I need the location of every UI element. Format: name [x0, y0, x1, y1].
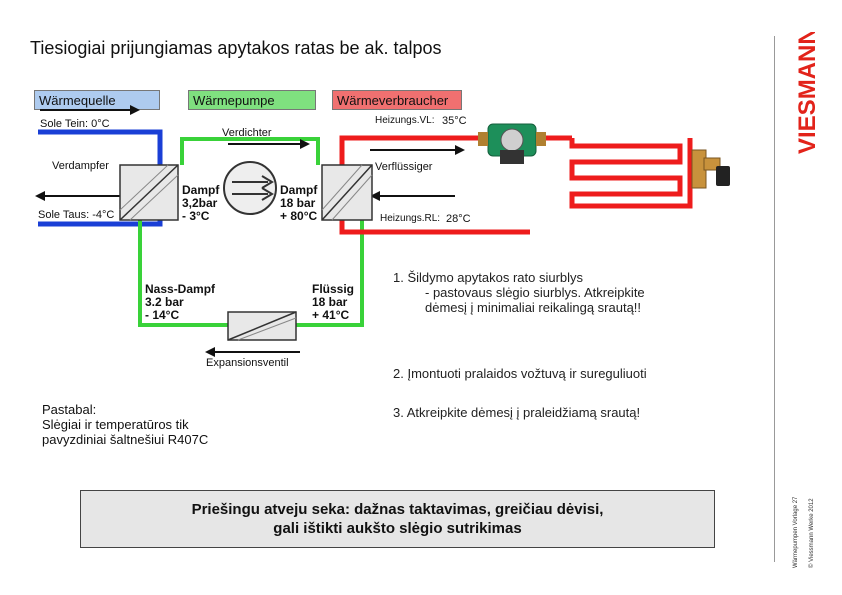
condenser-label: Verflüssiger — [375, 161, 433, 173]
condenser-exchanger — [321, 164, 373, 221]
compressor-label: Verdichter — [222, 127, 272, 139]
viessmann-logo: VIESMANN — [794, 32, 821, 154]
warning-box: Priešingu atveju seka: dažnas taktavimas… — [80, 490, 715, 548]
compressor — [223, 161, 277, 215]
section-heat-pump: Wärmepumpe — [188, 90, 316, 110]
note-item-3: 3. Atkreipkite dėmesį į praleidžiamą sra… — [393, 405, 641, 420]
side-text-b: © Viessmann Werke 2012 — [808, 498, 815, 568]
heating-flow-temp: 35°C — [442, 115, 467, 127]
heating-return-pipe — [339, 218, 530, 235]
expansion-valve — [227, 311, 297, 341]
page-title: Tiesiogiai prijungiamas apytakos ratas b… — [30, 38, 442, 58]
circulation-pump-icon — [478, 123, 546, 164]
brand-text: VIESMANN — [794, 32, 821, 154]
state-vapor-high: Dampf 18 bar + 80°C — [280, 183, 318, 223]
bypass-valve-icon — [691, 149, 730, 189]
heating-return-temp: 28°C — [446, 213, 471, 225]
radiator-coil — [569, 138, 693, 209]
section-heat-consumer: Wärmeverbraucher — [332, 90, 462, 110]
note-item-2: 2. Įmontuoti pralaidos vožtuvą ir suregu… — [393, 366, 647, 381]
sole-inlet-pipe — [38, 129, 163, 165]
side-text-a: Wärmepumpen Vorlage 27 — [793, 496, 799, 568]
state-liquid: Flüssig 18 bar + 41°C — [312, 282, 355, 322]
remark-note: Pastabal: Slėgiai ir temperatūros tik pa… — [42, 402, 209, 447]
sole-outlet-label: Sole Taus: -4°C — [38, 209, 115, 221]
note-item-1: 1. Šildymo apytakos rato siurblys - past… — [393, 270, 645, 315]
heating-return-label: Heizungs.RL: — [380, 213, 441, 224]
refrigerant-pipe-top — [180, 137, 320, 165]
section-heat-source: Wärmequelle — [34, 90, 160, 110]
heating-flow-label: Heizungs.VL: — [375, 115, 435, 126]
divider — [774, 36, 775, 562]
expansion-valve-label: Expansionsventil — [206, 357, 289, 369]
state-wet-vapor: Nass-Dampf 3.2 bar - 14°C — [145, 282, 216, 322]
sole-inlet-label: Sole Tein: 0°C — [40, 118, 110, 130]
state-vapor-low: Dampf 3,2bar - 3°C — [182, 183, 220, 223]
evaporator-exchanger — [119, 164, 179, 221]
svg-text:Wärmepumpen Vorlage 27: Wärmepumpen Vorlage 27 — [793, 496, 799, 568]
svg-text:© Viessmann Werke 2012: © Viessmann Werke 2012 — [808, 498, 815, 568]
evaporator-label: Verdampfer — [52, 160, 109, 172]
